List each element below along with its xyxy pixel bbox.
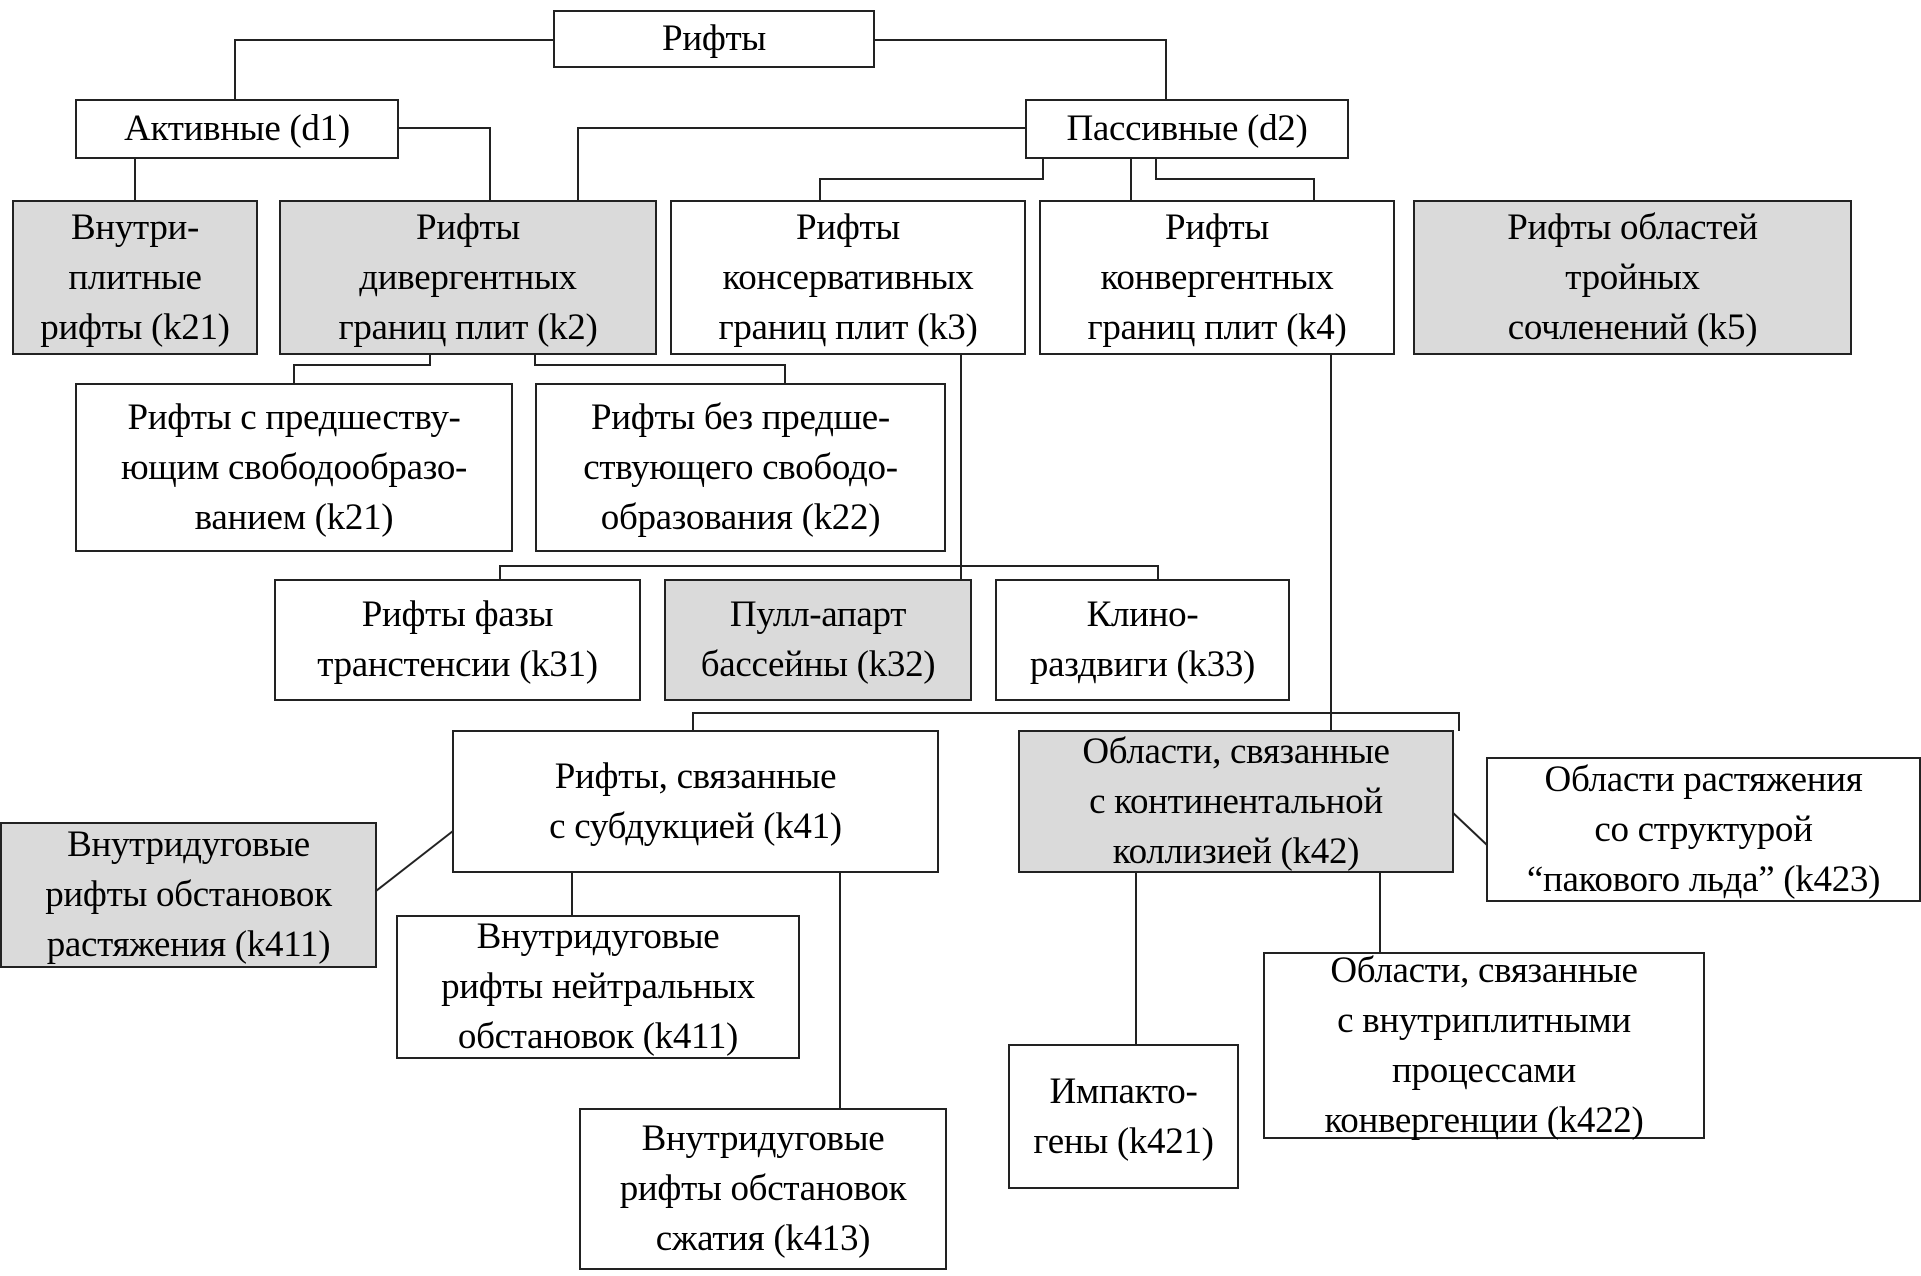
- node-active-d1: Активные (d1): [75, 99, 399, 159]
- node-k22: Рифты без предше- ствующего свободо- обр…: [535, 383, 946, 552]
- node-label: Внутридуговые рифты нейтральных обстанов…: [441, 916, 755, 1057]
- edge-k2-k21: [293, 354, 431, 384]
- edge-d1-k2: [398, 127, 491, 201]
- edge-d2-k5: [1155, 158, 1315, 201]
- node-label: Рифты конвергентных границ плит (k4): [1087, 206, 1347, 348]
- node-k411-neutral: Внутридуговые рифты нейтральных обстанов…: [396, 915, 800, 1059]
- node-k33: Клино- раздвиги (k33): [995, 579, 1290, 701]
- node-k32: Пулл-апарт бассейны (k32): [664, 579, 972, 701]
- node-k422: Области, связанные с внутриплитными проц…: [1263, 950, 1705, 1141]
- node-k41: Рифты, связанные с субдукцией (k41): [452, 730, 939, 873]
- node-label: Внутридуговые рифты обстановок растяжени…: [45, 824, 332, 965]
- edge-k41-k411-ext: [375, 830, 454, 892]
- edge-d2-k2: [577, 127, 1025, 201]
- edge-root-d2: [873, 39, 1167, 100]
- node-label: Импакто- гены (k421): [1033, 1070, 1214, 1162]
- node-intraplate-rifts: Внутри- плитные рифты (k21): [12, 200, 258, 355]
- node-label: Рифты без предше- ствующего свободо- обр…: [583, 396, 898, 538]
- node-label: Рифты консервативных границ плит (k3): [718, 206, 978, 348]
- node-convergent-k4: Рифты конвергентных границ плит (k4): [1039, 200, 1395, 355]
- node-label: Рифты: [662, 18, 766, 59]
- node-label: Области, связанные с внутриплитными проц…: [1324, 949, 1644, 1141]
- edge-root-d1: [234, 39, 553, 100]
- node-label: Области растяжения со структурой “паково…: [1526, 758, 1881, 900]
- node-k421: Импакто- гены (k421): [1008, 1044, 1239, 1189]
- node-label: Активные (d1): [124, 108, 350, 149]
- node-k21: Рифты с предшеству- ющим свободообразо- …: [75, 383, 513, 552]
- node-divergent-k2: Рифты дивергентных границ плит (k2): [279, 200, 657, 355]
- node-label: Внутри- плитные рифты (k21): [40, 206, 230, 348]
- node-label: Рифты, связанные с субдукцией (k41): [549, 755, 842, 847]
- edge-k3-k31-k33: [499, 565, 1159, 580]
- node-root: Рифты: [553, 10, 875, 68]
- node-label: Рифты областей тройных сочленений (k5): [1507, 206, 1758, 348]
- node-label: Внутридуговые рифты обстановок сжатия (k…: [619, 1118, 907, 1259]
- node-label: Рифты дивергентных границ плит (k2): [338, 206, 598, 348]
- node-label: Клино- раздвиги (k33): [1029, 594, 1256, 685]
- node-passive-d2: Пассивные (d2): [1025, 99, 1349, 159]
- node-k411-extension: Внутридуговые рифты обстановок растяжени…: [0, 822, 377, 968]
- node-k423: Области растяжения со структурой “паково…: [1486, 757, 1921, 902]
- node-conservative-k3: Рифты консервативных границ плит (k3): [670, 200, 1026, 355]
- edge-k42-k423: [1450, 810, 1488, 846]
- node-label: Рифты фазы транстенсии (k31): [317, 594, 598, 685]
- edge-d2-k3: [819, 158, 1044, 201]
- node-triple-junction-k5: Рифты областей тройных сочленений (k5): [1413, 200, 1852, 355]
- node-k31: Рифты фазы транстенсии (k31): [274, 579, 641, 701]
- node-label: Пулл-апарт бассейны (k32): [700, 594, 936, 685]
- edge-k2-k22: [534, 354, 786, 384]
- node-label: Рифты с предшеству- ющим свободообразо- …: [120, 396, 468, 538]
- node-k42: Области, связанные с континентальной кол…: [1018, 730, 1454, 873]
- node-k413: Внутридуговые рифты обстановок сжатия (k…: [579, 1108, 947, 1270]
- edge-k4-k41: [692, 712, 1460, 731]
- node-label: Пассивные (d2): [1066, 108, 1308, 149]
- node-label: Области, связанные с континентальной кол…: [1082, 730, 1390, 872]
